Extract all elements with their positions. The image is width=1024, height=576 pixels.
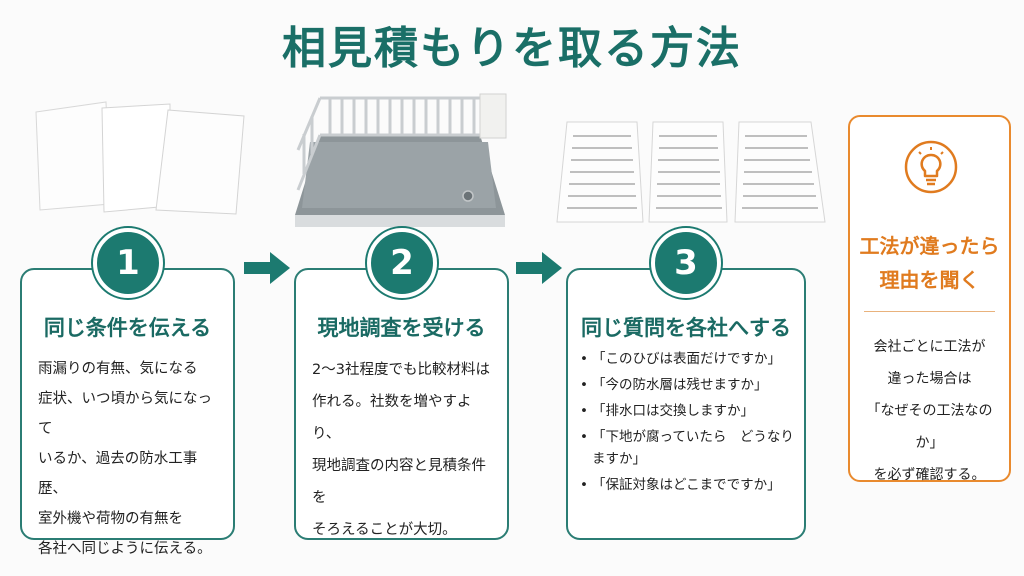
tip-box: 工法が違ったら 理由を聞く 会社ごとに工法が 違った場合は 「なぜその工法なのか… bbox=[848, 115, 1011, 483]
paper-sheets-illustration bbox=[35, 101, 245, 215]
step-heading: 同じ条件を伝える bbox=[43, 316, 212, 340]
body-line: 室外機や荷物の有無を bbox=[38, 511, 183, 527]
paper-sheet bbox=[155, 109, 245, 215]
form-sheet bbox=[556, 121, 644, 223]
tip-body: 会社ごとに工法が 違った場合は 「なぜその工法なのか」 を必ず確認する。 bbox=[858, 331, 1001, 491]
step-card-2: 現地調査を受ける 2～3社程度でも比較材料は 作れる。社数を増やすより、 現地調… bbox=[294, 268, 509, 540]
body-line: 症状、いつ頃から気になって bbox=[38, 391, 212, 437]
railing bbox=[296, 96, 480, 191]
body-line: 作れる。社数を増やすより、 bbox=[312, 394, 472, 442]
drain-icon bbox=[462, 190, 474, 202]
lightbulb-icon bbox=[904, 140, 958, 194]
tip-body-line: を必ず確認する。 bbox=[873, 467, 986, 483]
form-sheet bbox=[648, 121, 728, 223]
question-item: 「保証対象はどこまでですか」 bbox=[580, 474, 798, 496]
step-number-badge: 2 bbox=[367, 228, 437, 298]
question-item: 「今の防水層は残せますか」 bbox=[580, 374, 798, 396]
step-card-1: 同じ条件を伝える 雨漏りの有無、気になる 症状、いつ頃から気になって いるか、過… bbox=[20, 268, 235, 557]
body-line: そろえることが大切。 bbox=[312, 522, 457, 538]
quote-forms-illustration bbox=[556, 121, 826, 223]
tip-body-line: 違った場合は bbox=[887, 371, 972, 387]
tip-title-line: 工法が違ったら bbox=[859, 234, 1000, 258]
question-item: 「下地が腐っていたら どうなりますか」 bbox=[580, 426, 798, 470]
balcony-floor-illustration bbox=[295, 93, 507, 227]
divider bbox=[864, 311, 995, 312]
step-number-badge: 3 bbox=[651, 228, 721, 298]
tip-title-line: 理由を聞く bbox=[879, 268, 980, 292]
step-body: 2～3社程度でも比較材料は 作れる。社数を増やすより、 現地調査の内容と見積条件… bbox=[312, 354, 497, 546]
step-body: 雨漏りの有無、気になる 症状、いつ頃から気になって いるか、過去の防水工事歴、 … bbox=[38, 354, 223, 564]
body-line: いるか、過去の防水工事歴、 bbox=[38, 451, 198, 497]
paper-sheet bbox=[35, 101, 111, 211]
arrow-right-icon bbox=[516, 252, 562, 284]
form-sheet bbox=[734, 121, 826, 223]
tip-title: 工法が違ったら 理由を聞く bbox=[850, 229, 1009, 297]
step-body: 「このひびは表面だけですか」 「今の防水層は残せますか」 「排水口は交換しますか… bbox=[580, 348, 798, 500]
body-line: 各社へ同じように伝える。 bbox=[38, 541, 212, 557]
step-card-3: 同じ質問を各社へする 「このひびは表面だけですか」 「今の防水層は残せますか」 … bbox=[566, 268, 806, 540]
body-line: 2～3社程度でも比較材料は bbox=[312, 362, 490, 378]
tip-body-line: 会社ごとに工法が bbox=[873, 339, 986, 355]
arrow-right-icon bbox=[244, 252, 290, 284]
question-item: 「排水口は交換しますか」 bbox=[580, 400, 798, 422]
question-list: 「このひびは表面だけですか」 「今の防水層は残せますか」 「排水口は交換しますか… bbox=[580, 348, 798, 496]
tip-body-line: 「なぜその工法なのか」 bbox=[866, 403, 993, 451]
question-item: 「このひびは表面だけですか」 bbox=[580, 348, 798, 370]
body-line: 雨漏りの有無、気になる bbox=[38, 361, 198, 377]
step-heading: 現地調査を受ける bbox=[317, 316, 486, 340]
body-line: 現地調査の内容と見積条件を bbox=[312, 458, 486, 506]
step-number-badge: 1 bbox=[93, 228, 163, 298]
page-title: 相見積もりを取る方法 bbox=[282, 23, 742, 74]
step-heading: 同じ質問を各社へする bbox=[581, 316, 791, 340]
